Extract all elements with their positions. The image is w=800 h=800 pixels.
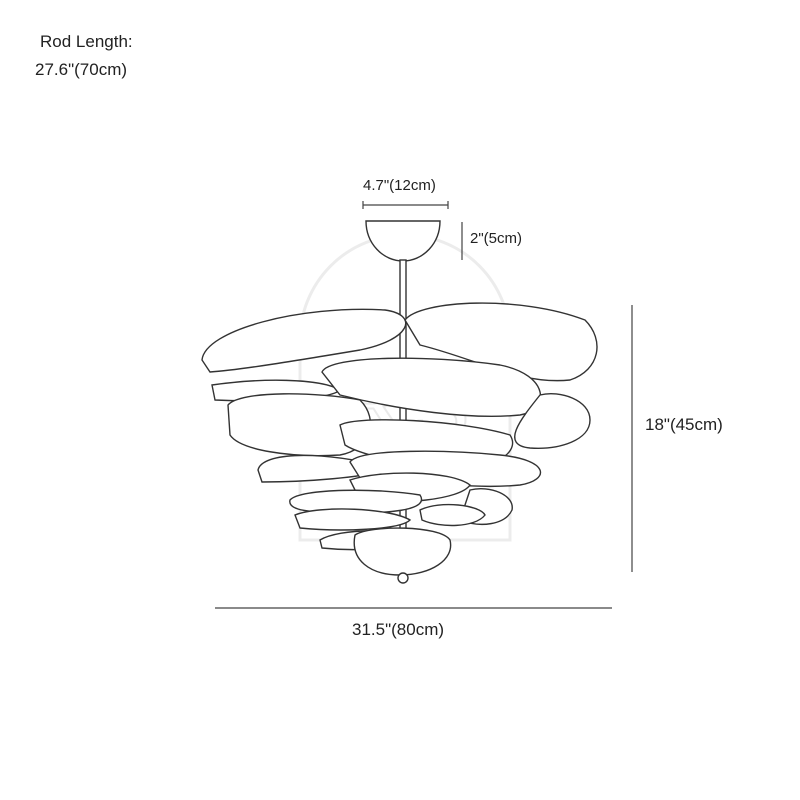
chandelier-drawing [201,220,598,584]
canopy-width-label: 4.7"(12cm) [363,177,436,194]
fixture-width-label: 31.5"(80cm) [352,620,445,639]
fixture-height-label: 18"(45cm) [645,415,723,434]
rod-length-value: 27.6"(70cm) [35,60,128,79]
rod-length-label: Rod Length: [40,32,133,51]
canopy-height-label: 2"(5cm) [470,230,522,247]
canopy [365,220,441,262]
